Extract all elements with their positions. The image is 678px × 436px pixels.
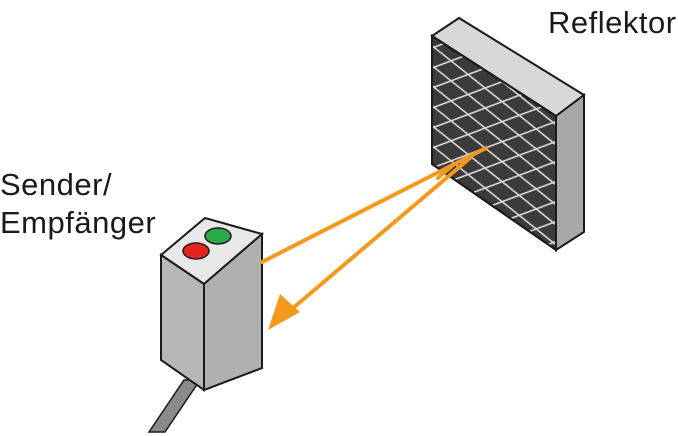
device-front-face bbox=[203, 231, 263, 392]
led-red-indicator bbox=[182, 242, 210, 260]
sender-label-line2: Empfänger bbox=[0, 205, 157, 240]
reflector bbox=[430, 16, 586, 252]
reflector-side-face bbox=[555, 93, 585, 252]
sender-receiver-label: Sender/ Empfänger bbox=[0, 166, 156, 242]
reflected-beam bbox=[284, 156, 472, 316]
led-green-indicator bbox=[204, 227, 232, 245]
sender-receiver-device bbox=[159, 216, 265, 392]
sensor-cable bbox=[147, 379, 202, 433]
reflector-label: Reflektor bbox=[548, 5, 677, 40]
reflected-beam-arrowhead bbox=[268, 294, 300, 330]
light-beams bbox=[260, 146, 488, 316]
sender-label-line1: Sender/ bbox=[0, 167, 113, 202]
